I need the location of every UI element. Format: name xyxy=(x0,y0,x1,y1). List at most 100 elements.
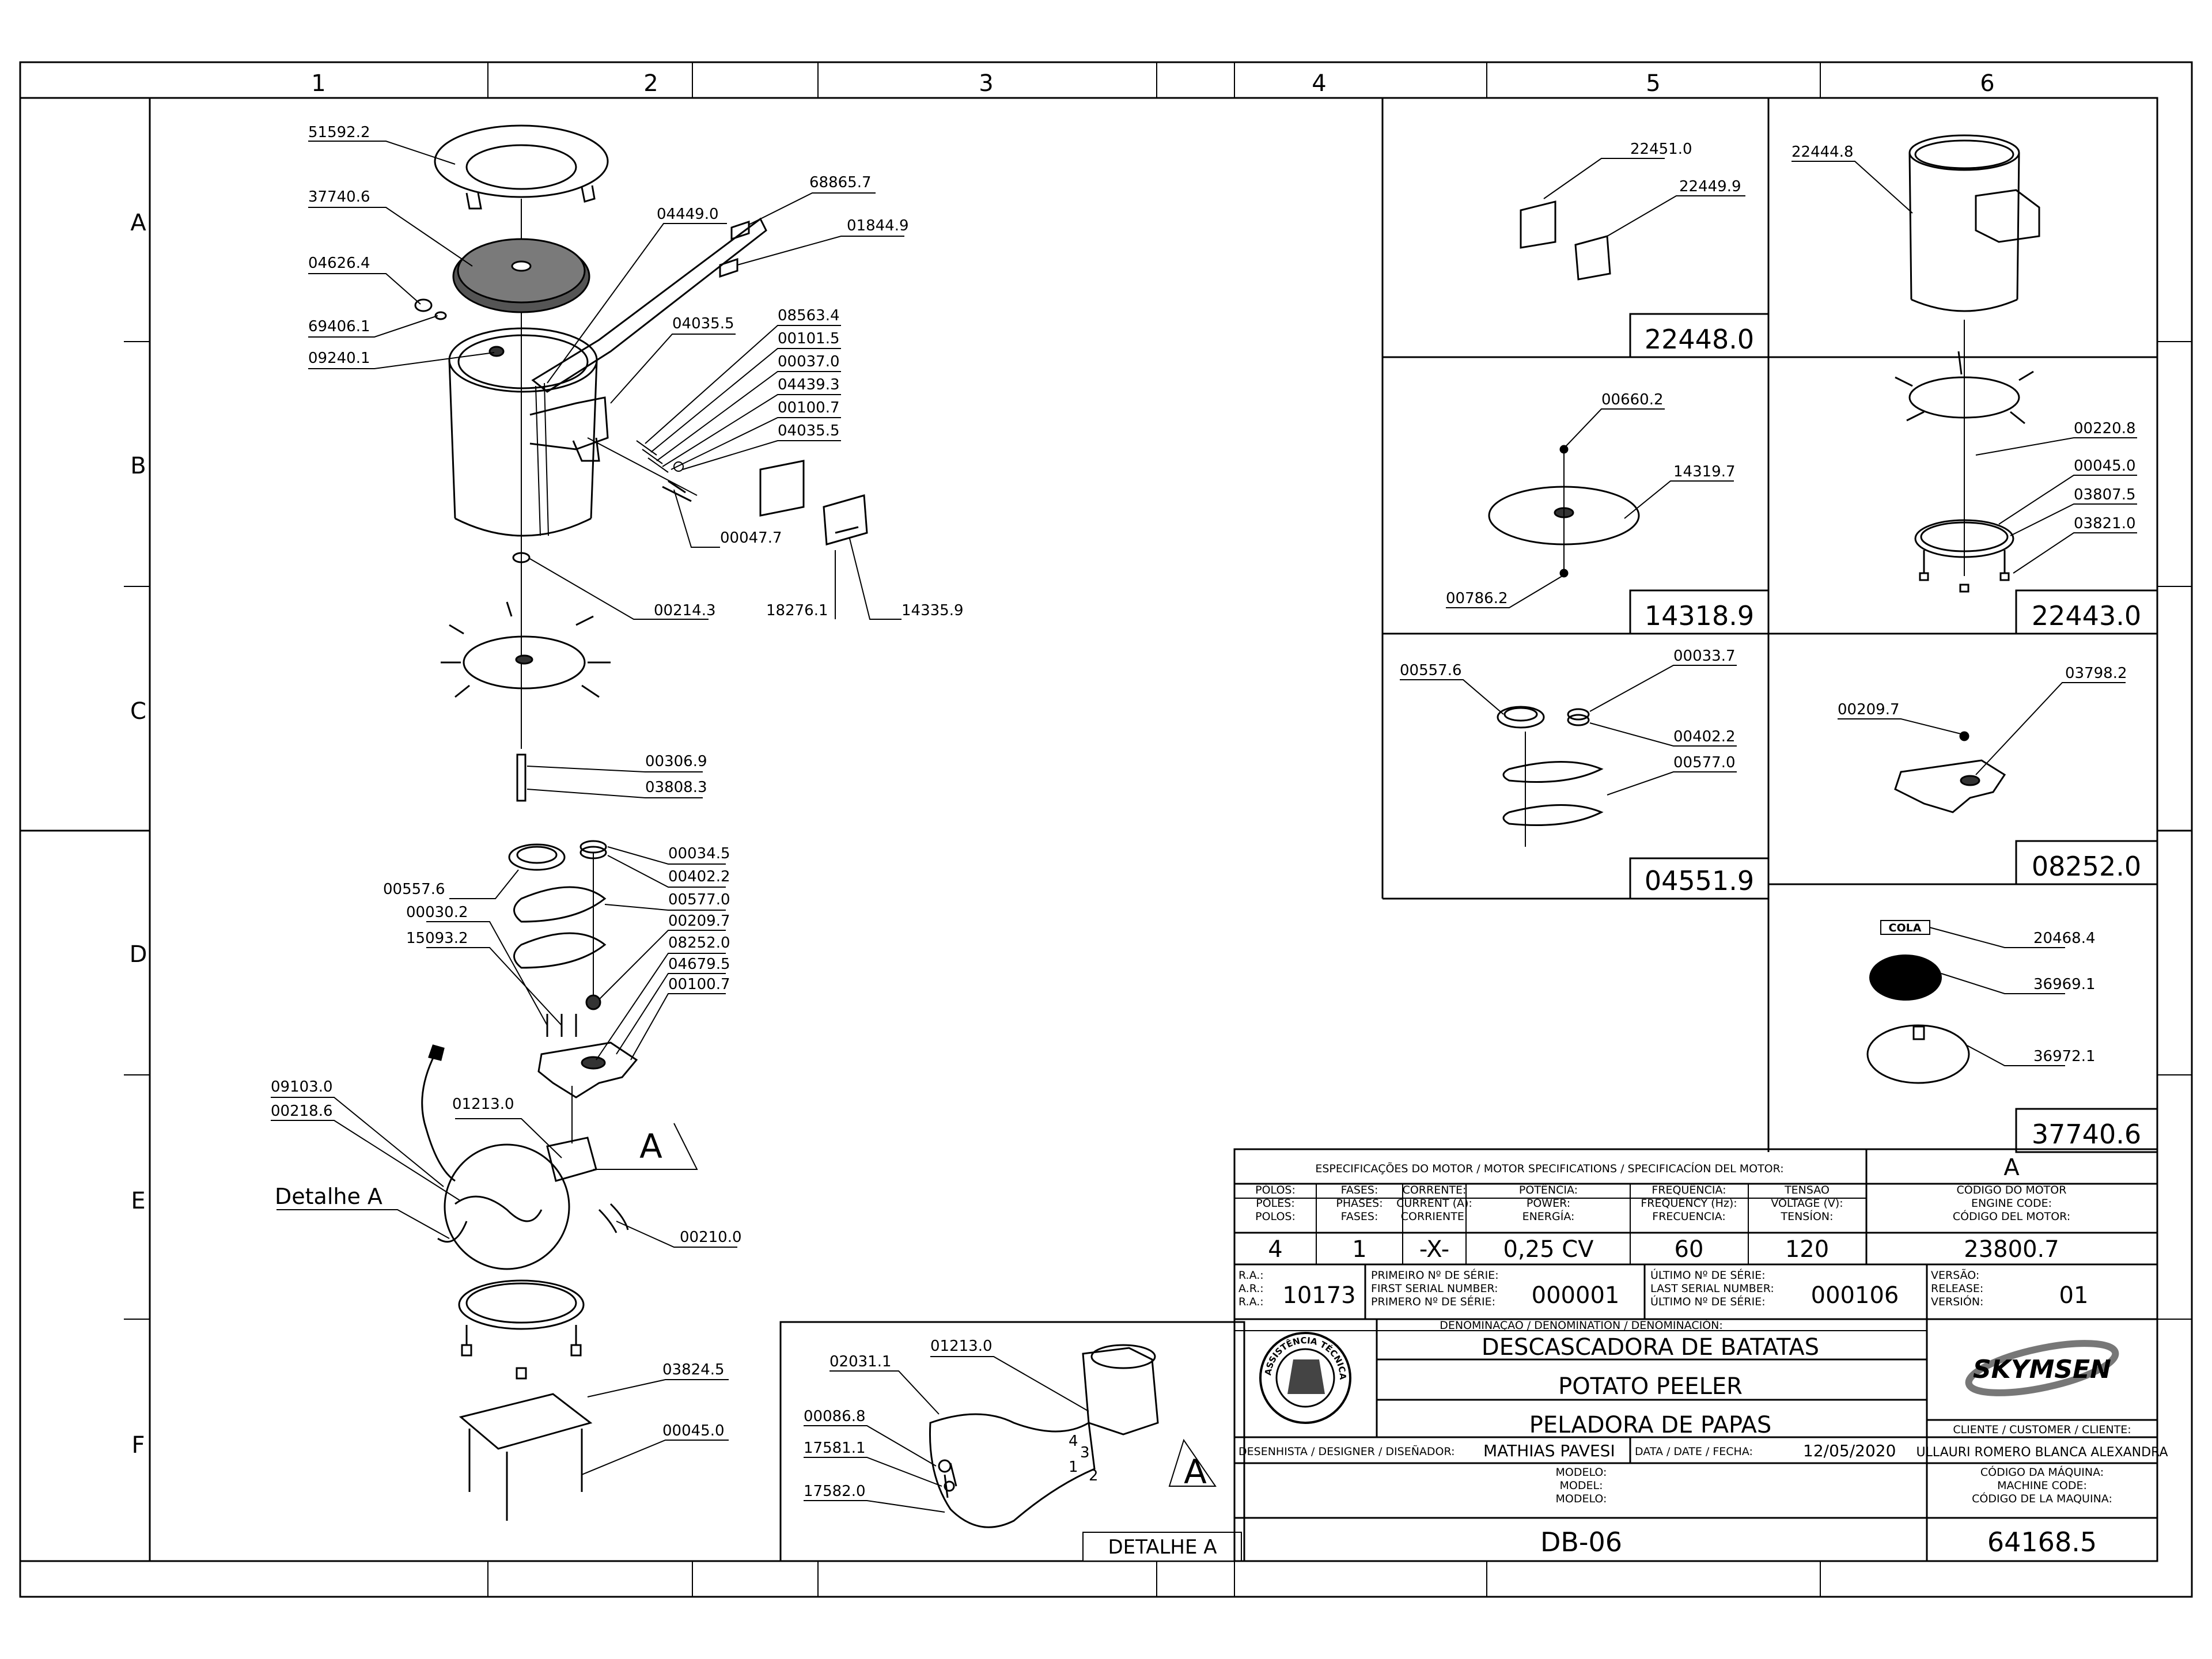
last-serial-label: LAST SERIAL NUMBER: xyxy=(1650,1282,1774,1295)
model-label: MODEL: xyxy=(1560,1479,1603,1492)
part-number: 08252.0 xyxy=(668,934,730,952)
power-value: 0,25 CV xyxy=(1503,1236,1594,1263)
wire-number: 2 xyxy=(1089,1467,1099,1484)
panel-code: 22443.0 xyxy=(2032,600,2141,631)
part-number: 36972.1 xyxy=(2033,1048,2096,1065)
part-number: 22451.0 xyxy=(1630,141,1692,158)
client-name: ULLAURI ROMERO BLANCA ALEXANDRA xyxy=(1916,1445,2168,1460)
panel-frames xyxy=(1381,98,2158,1153)
ra-value: 10173 xyxy=(1282,1282,1355,1309)
row-label: D xyxy=(130,941,147,968)
frequency-value: 60 xyxy=(1675,1236,1704,1263)
row-label: C xyxy=(130,698,146,725)
panel-22448: 22451.0 22449.9 xyxy=(1520,141,1745,281)
part-number: 15093.2 xyxy=(406,930,468,947)
col-label: 2 xyxy=(643,70,658,97)
detail-a-circle xyxy=(437,1143,570,1270)
detail-a-caption: Detalhe A xyxy=(275,1184,382,1209)
panel-code: 08252.0 xyxy=(2032,851,2141,882)
current-value: -X- xyxy=(1419,1236,1449,1263)
part-number: 03821.0 xyxy=(2074,515,2136,532)
part-number: 00577.0 xyxy=(668,891,730,908)
part-number: 00306.9 xyxy=(645,753,707,770)
panel-37740: COLA 20468.4 36969.1 36972.1 xyxy=(1866,920,2096,1084)
version-label: VERSÃO: xyxy=(1931,1268,1979,1282)
part-number: 51592.2 xyxy=(308,124,370,141)
ra-label: A.R.: xyxy=(1238,1282,1264,1295)
col-label: 6 xyxy=(1980,70,1994,97)
part-number: 14335.9 xyxy=(902,602,964,619)
part-number: 00086.8 xyxy=(804,1408,866,1425)
phases-header: FASES: xyxy=(1341,1184,1378,1196)
first-serial-label: PRIMEIRO Nº DE SÉRIE: xyxy=(1371,1268,1499,1282)
detail-a-box-title: DETALHE A xyxy=(1108,1536,1217,1559)
product-name-en: POTATO PEELER xyxy=(1558,1373,1743,1400)
bolt-group xyxy=(636,440,684,473)
base-ring xyxy=(458,1279,585,1380)
date-label: DATA / DATE / FECHA: xyxy=(1635,1445,1753,1458)
panel-code: 14318.9 xyxy=(1645,600,1754,631)
grid-labels: 1 2 3 4 5 6 A B C D E F xyxy=(130,70,1995,1459)
version-value: 01 xyxy=(2059,1282,2089,1309)
part-number: 14319.7 xyxy=(1673,463,1736,480)
model-value: DB-06 xyxy=(1540,1527,1622,1558)
part-number: 00577.0 xyxy=(1673,754,1736,771)
part-number: 09240.1 xyxy=(308,350,370,367)
part-number: 03807.5 xyxy=(2074,486,2136,503)
part-number: 18276.1 xyxy=(766,602,828,619)
designer-name: MATHIAS PAVESI xyxy=(1483,1441,1615,1460)
part-number: 01213.0 xyxy=(452,1096,514,1113)
part-number: 00045.0 xyxy=(2074,457,2136,475)
wire-number: 3 xyxy=(1080,1444,1090,1461)
base-plate xyxy=(459,1393,593,1521)
denomination-header: DENOMINAÇÃO / DENOMINATION / DENOMINACIÓ… xyxy=(1440,1318,1723,1332)
row-label: F xyxy=(131,1432,145,1459)
power-header: ENERGÍA: xyxy=(1522,1210,1575,1223)
voltage-header: TENSÃO xyxy=(1784,1183,1830,1196)
motor-code-header: CÓDIGO DO MOTOR xyxy=(1957,1183,2067,1196)
part-number: 00220.8 xyxy=(2074,420,2136,437)
part-number: 00030.2 xyxy=(406,904,468,921)
part-number: 37740.6 xyxy=(308,188,370,206)
poles-value: 4 xyxy=(1268,1236,1282,1263)
phases-header: FASES: xyxy=(1341,1210,1378,1223)
last-serial-label: ÚLTIMO Nº DE SÉRIE: xyxy=(1650,1268,1766,1282)
brand-logo: SKYMSEN xyxy=(1965,1340,2119,1396)
machine-code-value: 64168.5 xyxy=(1987,1527,2097,1558)
current-header: CURRENT (A): xyxy=(1396,1197,1472,1210)
machine-code-label: CÓDIGO DE LA MAQUINA: xyxy=(1972,1491,2112,1505)
designer-label: DESENHISTA / DESIGNER / DISEÑADOR: xyxy=(1238,1445,1455,1458)
first-serial-value: 000001 xyxy=(1532,1282,1620,1309)
ra-label: R.A.: xyxy=(1238,1296,1264,1308)
part-number: 00557.6 xyxy=(383,881,445,898)
motor-spec-header: ESPECIFICAÇÕES DO MOTOR / MOTOR SPECIFIC… xyxy=(1315,1162,1783,1175)
main-part-labels: 51592.2 37740.6 04626.4 69406.1 09240.1 … xyxy=(271,124,964,1440)
part-number: 17581.1 xyxy=(804,1440,866,1457)
part-number: 00402.2 xyxy=(668,868,730,885)
part-number: 01844.9 xyxy=(847,217,909,234)
detail-a-box-letter: A xyxy=(1184,1452,1207,1491)
detail-a-box: 02031.1 01213.0 00086.8 17581.1 17582.0 … xyxy=(779,1321,1245,1562)
part-number: 00209.7 xyxy=(668,912,730,930)
row-label: A xyxy=(130,210,146,236)
part-number: 00218.6 xyxy=(271,1103,333,1120)
lid-ring xyxy=(434,124,609,210)
panel-code: 22448.0 xyxy=(1645,324,1754,355)
revision-letter: A xyxy=(2003,1154,2020,1181)
voltage-header: VOLTAGE (V): xyxy=(1771,1197,1843,1210)
row-label: B xyxy=(130,453,146,479)
first-serial-label: PRIMERO Nº DE SÉRIE: xyxy=(1371,1295,1495,1308)
client-header: CLIENTE / CUSTOMER / CLIENTE: xyxy=(1953,1423,2131,1436)
brand-name: SKYMSEN xyxy=(1973,1355,2111,1384)
part-number: 00786.2 xyxy=(1446,590,1508,607)
part-number: 00209.7 xyxy=(1838,701,1900,718)
panel-codes: 22448.0 22443.0 14318.9 04551.9 08252.0 … xyxy=(1645,324,2141,1150)
frequency-header: FREQUENCY (Hz): xyxy=(1641,1197,1737,1210)
part-number: 00045.0 xyxy=(662,1422,725,1440)
machine-code-label: MACHINE CODE: xyxy=(1997,1479,2087,1492)
model-label: MODELO: xyxy=(1556,1493,1607,1505)
part-number: 00033.7 xyxy=(1673,647,1736,665)
main-exploded-view xyxy=(414,124,868,1521)
part-number: 68865.7 xyxy=(809,174,872,191)
part-number: 00037.0 xyxy=(778,353,840,370)
